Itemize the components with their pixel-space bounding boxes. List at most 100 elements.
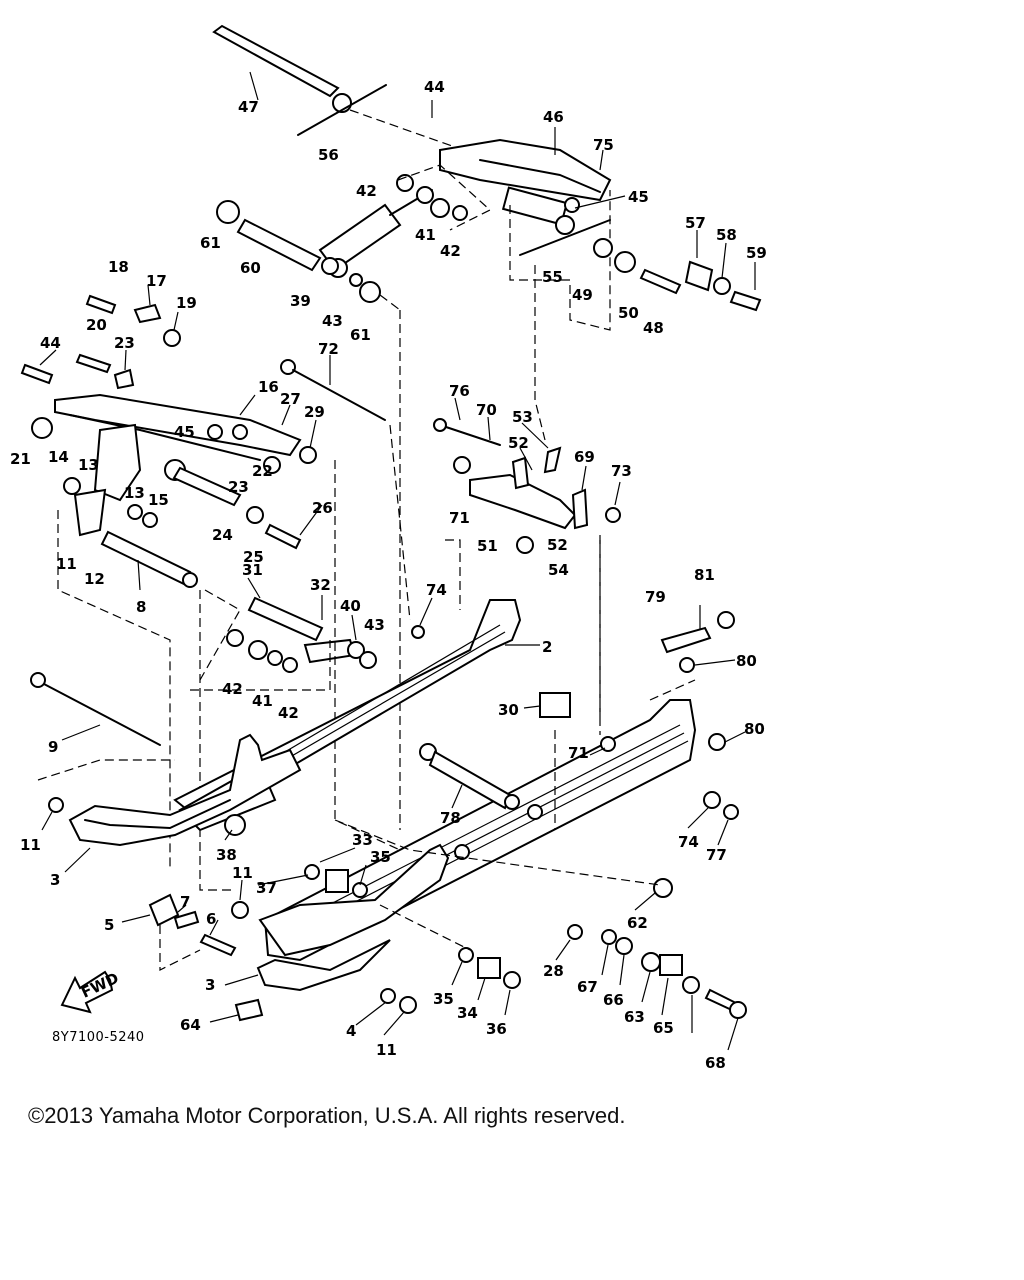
part-callout: 64 (180, 1016, 201, 1034)
part-callout: 71 (449, 509, 470, 527)
shaft-part (212, 24, 387, 136)
part-callout: 22 (252, 462, 273, 480)
part-callout: 5 (104, 916, 114, 934)
part-callout: 40 (340, 597, 361, 615)
part-callout: 41 (252, 692, 273, 710)
parts-diagram: FWD 475644467542455758594142616055495048… (10, 24, 767, 1072)
part-callout: 23 (228, 478, 249, 496)
part-callout: 11 (232, 864, 253, 882)
bolt-part (280, 359, 386, 421)
part-callout: 24 (212, 526, 233, 544)
part-callout: 12 (84, 570, 105, 588)
shaft-part (226, 596, 377, 673)
shaft-part (100, 530, 198, 588)
part-callout: 41 (415, 226, 436, 244)
part-callout: 49 (572, 286, 593, 304)
part-callout: 2 (542, 638, 552, 656)
copyright-notice: ©2013 Yamaha Motor Corporation, U.S.A. A… (28, 1103, 626, 1128)
figure-code: 8Y7100-5240 (52, 1030, 145, 1045)
part-callout: 80 (736, 652, 757, 670)
bolt-part (20, 294, 181, 390)
part-callout: 39 (290, 292, 311, 310)
part-callout: 11 (20, 836, 41, 854)
part-callout: 4 (346, 1022, 356, 1040)
part-callout: 31 (242, 561, 263, 579)
part-callout: 28 (543, 962, 564, 980)
rod-part (216, 200, 339, 275)
part-callout: 42 (222, 680, 243, 698)
part-callout: 35 (433, 990, 454, 1008)
part-callout: 42 (356, 182, 377, 200)
part-callout: 42 (278, 704, 299, 722)
part-callout: 67 (577, 978, 598, 996)
upper-arm-part (439, 138, 612, 256)
part-callout: 62 (627, 914, 648, 932)
part-callout: 61 (200, 234, 221, 252)
part-callout: 75 (593, 136, 614, 154)
part-callout: 73 (611, 462, 632, 480)
bolt-part (30, 672, 161, 746)
part-callout: 33 (352, 831, 373, 849)
part-callout: 45 (628, 188, 649, 206)
part-callout: 65 (653, 1019, 674, 1037)
part-callout: 7 (180, 893, 190, 911)
part-callout: 78 (440, 809, 461, 827)
part-callout: 14 (48, 448, 69, 466)
part-callout: 27 (280, 390, 301, 408)
part-callout: 59 (746, 244, 767, 262)
bolt-part (148, 893, 237, 957)
part-callout: 25 (243, 548, 264, 566)
shock-absorber-part (318, 174, 468, 278)
part-callout: 3 (205, 976, 215, 994)
slide-rail-part (258, 699, 697, 962)
part-callout: 32 (310, 576, 331, 594)
part-callout: 43 (364, 616, 385, 634)
part-callout: 80 (744, 720, 765, 738)
bolt-part (231, 611, 747, 1019)
part-callout: 52 (508, 434, 529, 452)
part-callout: 11 (56, 555, 77, 573)
part-callout: 69 (574, 448, 595, 466)
part-callout: 48 (643, 319, 664, 337)
part-callout: 23 (114, 334, 135, 352)
part-callout: 71 (568, 744, 589, 762)
bolt-part (593, 238, 762, 312)
part-callout: 29 (304, 403, 325, 421)
part-callout: 26 (312, 499, 333, 517)
part-callout: 37 (256, 879, 277, 897)
part-callout: 51 (477, 537, 498, 555)
part-callout: 66 (603, 991, 624, 1009)
part-callout: 6 (206, 910, 216, 928)
part-callout: 74 (678, 833, 699, 851)
part-callout: 38 (216, 846, 237, 864)
part-callout: 74 (426, 581, 447, 599)
part-callout: 16 (258, 378, 279, 396)
part-callout: 44 (424, 78, 445, 96)
part-callout: 55 (542, 268, 563, 286)
part-callout: 61 (350, 326, 371, 344)
part-callout: 43 (322, 312, 343, 330)
part-callout: 79 (645, 588, 666, 606)
part-callout: 3 (50, 871, 60, 889)
part-callout: 21 (10, 450, 31, 468)
shaft-part (419, 743, 520, 810)
runner-part (48, 733, 302, 847)
leader-lines (39, 71, 756, 1051)
part-callout: 70 (476, 401, 497, 419)
front-suspension-part (31, 393, 317, 550)
part-callout: 72 (318, 340, 339, 358)
part-callout: 8 (136, 598, 146, 616)
part-callout: 9 (48, 738, 58, 756)
part-callout: 34 (457, 1004, 478, 1022)
part-callout: 11 (376, 1041, 397, 1059)
part-callout: 44 (40, 334, 61, 352)
part-callout: 13 (124, 484, 145, 502)
fwd-arrow-icon: FWD (60, 969, 122, 1014)
part-callout: 46 (543, 108, 564, 126)
part-callout: 77 (706, 846, 727, 864)
part-callout: 19 (176, 294, 197, 312)
part-callout: 68 (705, 1054, 726, 1072)
part-callout: 56 (318, 146, 339, 164)
part-callout: 17 (146, 272, 167, 290)
